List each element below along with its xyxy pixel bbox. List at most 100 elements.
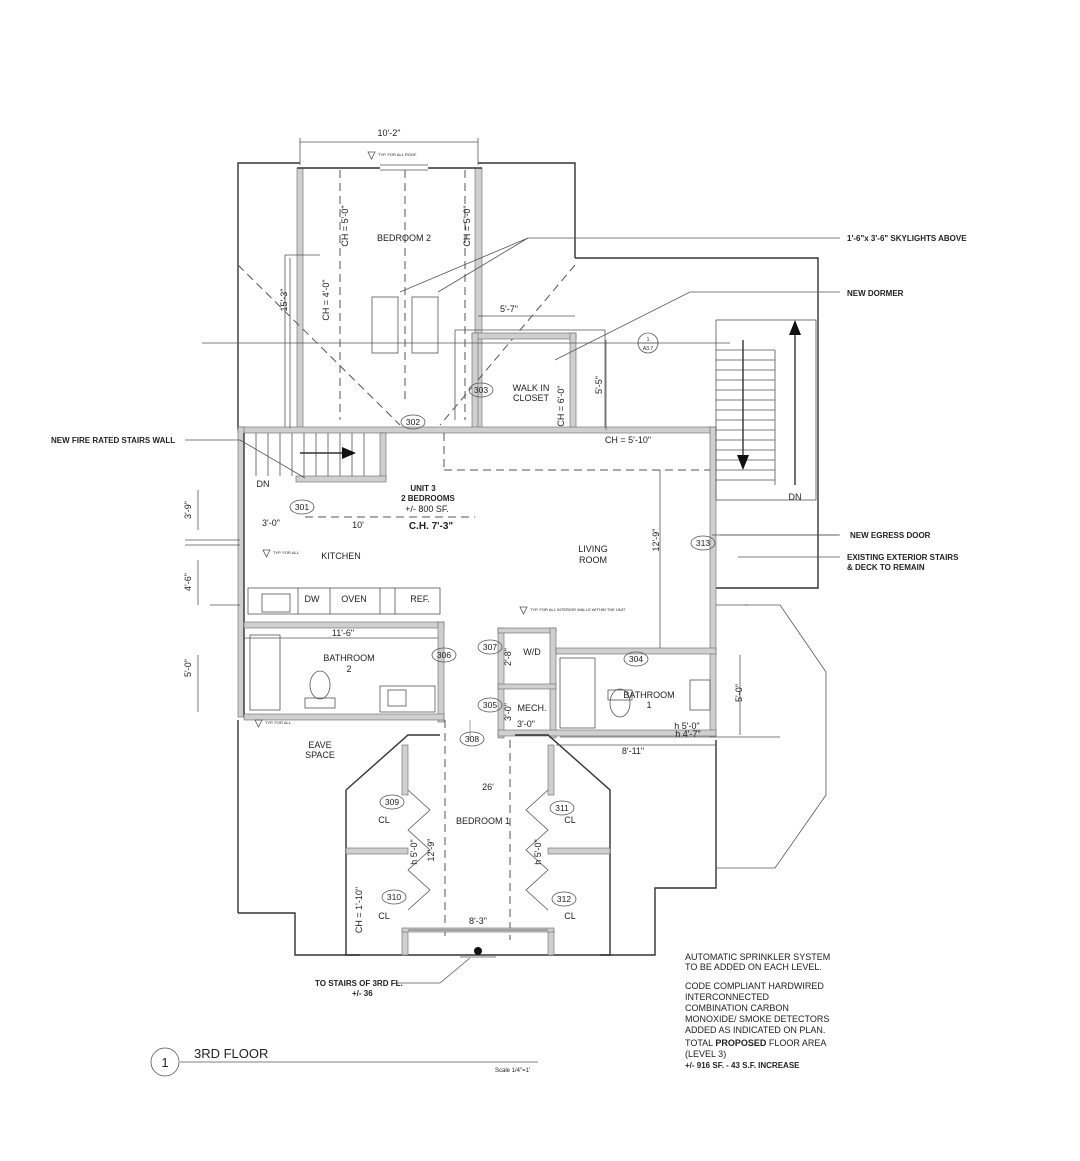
unit-info: UNIT 3 2 BEDROOMS +/- 800 SF. C.H. 7'-3" [401, 484, 455, 532]
typ-note-kitchen: TYP. FOR ALL [273, 550, 300, 555]
closet-label-311: CL [564, 815, 576, 825]
room-label-eave: EAVE [308, 740, 331, 750]
dim-15-3: 15'-3" [279, 289, 289, 312]
exterior-stairs [715, 319, 817, 501]
typ-note-roof: TYP. FOR ALL ROOF [378, 152, 417, 157]
drawing-title-block: 1 3RD FLOOR Scale 1/4"=1' [150, 1046, 538, 1077]
dim-26: 26' [482, 782, 494, 792]
door-tag-309: 309 [385, 797, 399, 807]
door-tag-307: 307 [483, 642, 497, 652]
door-tag-304: 304 [629, 654, 643, 664]
door-tag-shapes [289, 382, 716, 907]
ch-1-10: CH = 1'-10" [354, 887, 364, 933]
closet-label-310: CL [378, 911, 390, 921]
closet-label-309: CL [378, 815, 390, 825]
typ-note-bath: TYP. FOR ALL [265, 720, 292, 725]
callouts: 1'-6"x 3'-6" SKYLIGHTS ABOVE NEW DORMER … [51, 234, 967, 998]
callout-skylights: 1'-6"x 3'-6" SKYLIGHTS ABOVE [847, 234, 967, 243]
dim-2-8: 2'-8" [503, 648, 513, 666]
appliance-dw: DW [305, 594, 320, 604]
dim-12-9-living: 12'-9" [651, 529, 661, 552]
unit-walls [237, 426, 717, 940]
dim-5-5: 5'-5" [594, 376, 604, 394]
note-detector-5: ADDED AS INDICATED ON PLAN. [685, 1025, 825, 1035]
ch-5-0-a: CH = 5'-0" [340, 205, 350, 246]
unit-ceiling-height: C.H. 7'-3" [409, 521, 454, 532]
note-detector-2: INTERCONNECTED [685, 992, 770, 1002]
room-label-walk-in-closet: WALK IN [513, 383, 550, 393]
dimension-texts: 10'-2" 15'-3" 5'-7" 5'-5" 3'-9" 3'-0" 10… [183, 128, 744, 933]
unit-area: +/- 800 SF. [405, 504, 449, 514]
typ-note-interior: TYP. FOR ALL INTERIOR WALLS WITHIN THE U… [530, 607, 626, 612]
door-tags: 301 302 303 304 305 306 307 308 309 310 … [295, 385, 710, 904]
dim-8-3: 8'-3" [469, 916, 487, 926]
note-detector-3: COMBINATION CARBON [685, 1003, 789, 1013]
dim-12-9-bed: 12'-9" [426, 839, 436, 862]
room-label-living: LIVING [578, 544, 608, 554]
dim-3-0: 3'-0" [262, 518, 280, 528]
room-label-bedroom-1: BEDROOM 1 [456, 816, 510, 826]
note-sprinkler-1: AUTOMATIC SPRINKLER SYSTEM [685, 952, 830, 962]
room-label-living-2: ROOM [579, 555, 607, 565]
room-label-bathroom-1-num: 1 [646, 700, 651, 710]
door-tag-310: 310 [387, 892, 401, 902]
dim-10: 10' [352, 520, 364, 530]
section-marker-text: 1 A3.7 [643, 337, 654, 352]
door-tag-305: 305 [483, 700, 497, 710]
drawing-scale: Scale 1/4"=1' [495, 1068, 530, 1074]
dim-5-7: 5'-7" [500, 304, 518, 314]
room-label-bedroom-2: BEDROOM 2 [377, 233, 431, 243]
door-tag-311: 311 [555, 803, 569, 813]
door-tag-302: 302 [406, 417, 420, 427]
room-label-walk-in-closet-2: CLOSET [513, 393, 550, 403]
room-label-wd: W/D [523, 647, 541, 657]
dim-8-11: 8'-11" [622, 746, 644, 756]
dim-10-2: 10'-2" [378, 128, 401, 138]
ch-4-0: CH = 4'-0" [321, 279, 331, 320]
ch-6-0: CH = 6'-0" [556, 385, 566, 426]
dim-4-7: h 4'-7" [675, 729, 700, 739]
door-tag-303: 303 [474, 385, 488, 395]
room-label-bathroom-2: BATHROOM [323, 653, 374, 663]
appliance-oven: OVEN [341, 594, 367, 604]
note-sprinkler-2: TO BE ADDED ON EACH LEVEL. [685, 962, 822, 972]
typ-notes: TYP. FOR ALL ROOF TYP. FOR ALL INTERIOR … [254, 151, 626, 728]
ch-5-10: CH = 5'-10" [605, 435, 651, 445]
stair-dn-exterior: DN [789, 492, 802, 502]
appliance-ref: REF. [410, 594, 430, 604]
stair-dn-interior: DN [257, 479, 270, 489]
room-label-eave-2: SPACE [305, 750, 335, 760]
dim-h5-left: h 5'-0" [409, 839, 419, 864]
general-notes: AUTOMATIC SPRINKLER SYSTEM TO BE ADDED O… [685, 952, 830, 1070]
room-label-mech: MECH. [518, 703, 547, 713]
roof-outline [237, 162, 827, 956]
dim-5-0-right: 5'-0" [734, 684, 744, 702]
dim-11-6: 11'-6" [332, 628, 354, 638]
dim-3-0-mech: 3'-0" [503, 703, 513, 721]
note-area-3: +/- 916 SF. - 43 S.F. INCREASE [685, 1061, 800, 1070]
room-label-bathroom-1: BATHROOM [623, 690, 674, 700]
walk-in-closet [454, 329, 606, 431]
unit-bedrooms: 2 BEDROOMS [401, 494, 455, 503]
section-marker [637, 332, 659, 354]
callout-egress: NEW EGRESS DOOR [850, 531, 931, 540]
dim-5-0-left: 5'-0" [183, 659, 193, 677]
door-tag-306: 306 [437, 650, 451, 660]
drawing-title: 3RD FLOOR [194, 1046, 268, 1061]
room-label-kitchen: KITCHEN [321, 551, 361, 561]
note-area-1: TOTAL PROPOSED FLOOR AREA [685, 1038, 826, 1048]
callout-to-stairs-2: +/- 36 [352, 989, 373, 998]
note-area-2: (LEVEL 3) [685, 1049, 726, 1059]
callout-leaders [185, 237, 840, 984]
dimension-lines [185, 138, 838, 931]
unit-name: UNIT 3 [410, 484, 436, 493]
dim-3-9: 3'-9" [183, 501, 193, 519]
room-label-bathroom-2-num: 2 [346, 664, 351, 674]
callout-dormer: NEW DORMER [847, 289, 904, 298]
closet-label-312: CL [564, 911, 576, 921]
callout-ext-stairs-1: EXISTING EXTERIOR STAIRS [847, 553, 959, 562]
dim-4-6: 4'-6" [183, 573, 193, 591]
dim-5-0-bath: h 5'-0" [674, 721, 699, 731]
section-number: 1 [647, 337, 650, 343]
